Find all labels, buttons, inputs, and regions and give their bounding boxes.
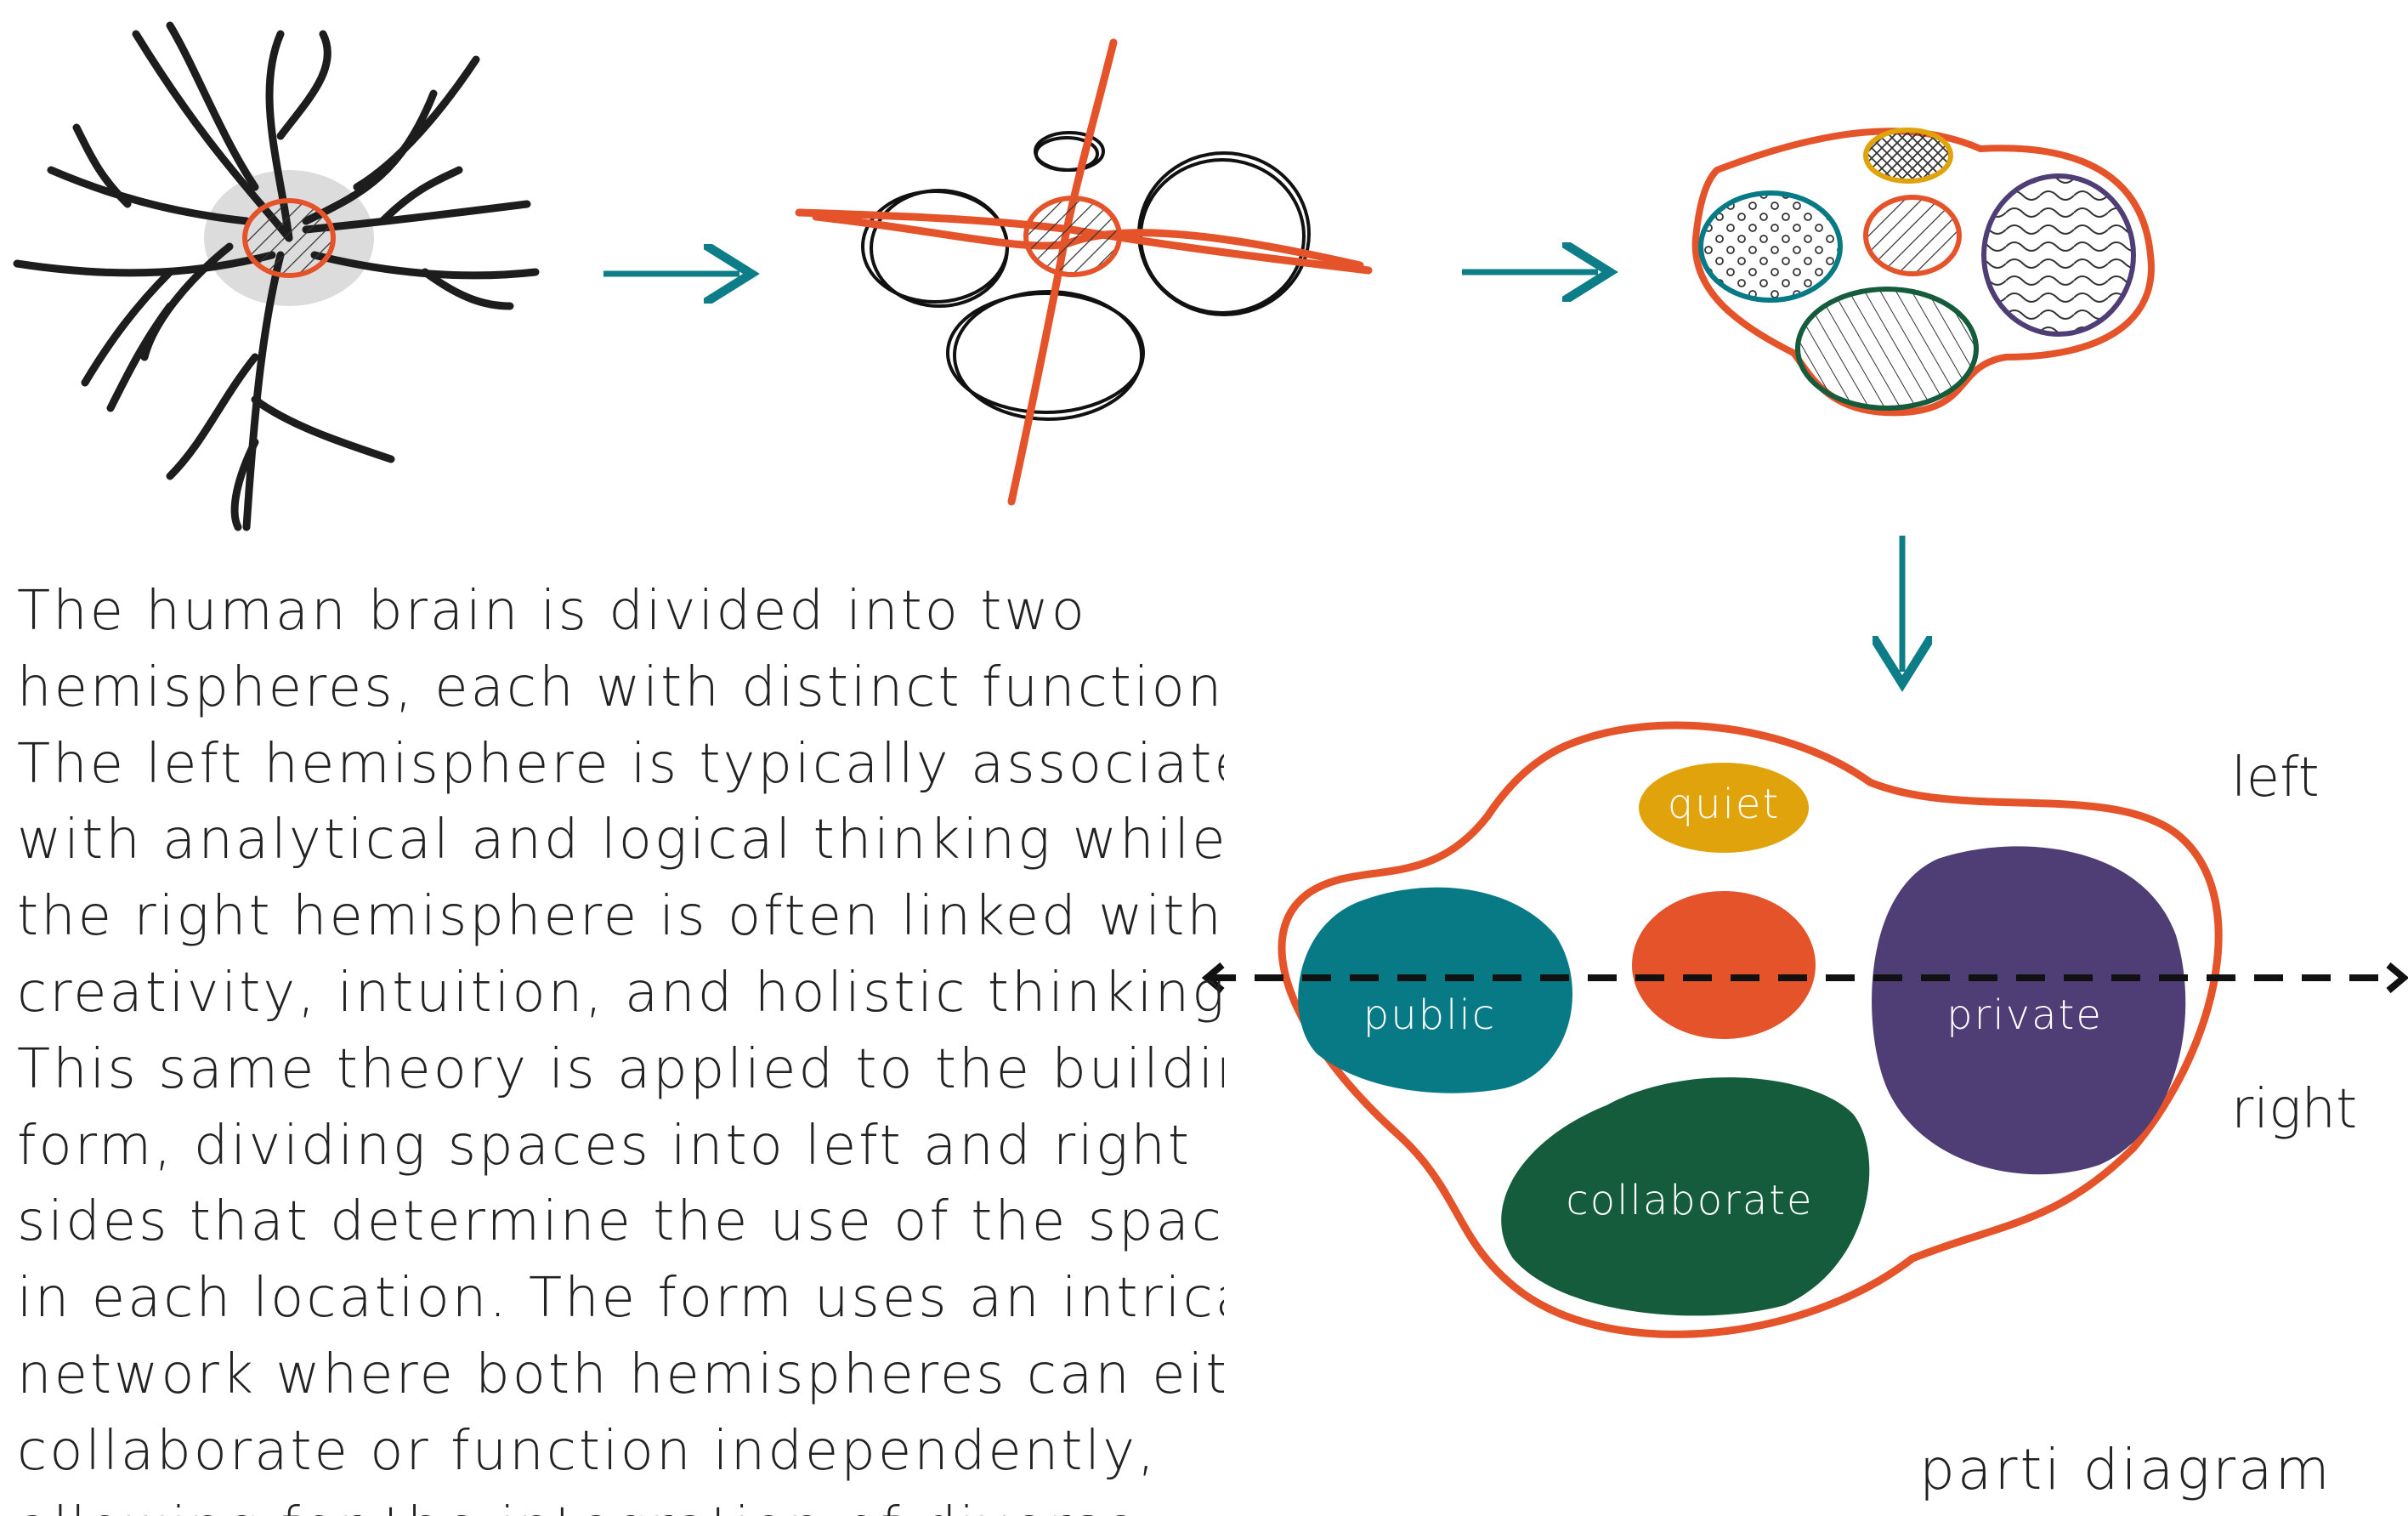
paragraph-line: with analytical and logical thinking whi… — [17, 809, 1224, 872]
zone-label-collaborate: collaborate — [1566, 1177, 1813, 1224]
paragraph-line: the right hemisphere is often linked wit… — [17, 885, 1224, 949]
paragraph-line: creativity, intuition, and holistic thin… — [17, 961, 1224, 1025]
paragraph-line: allowing for the integration of diverse — [17, 1490, 1224, 1516]
paragraph-line: The human brain is divided into two — [17, 580, 1087, 643]
network-sketch — [795, 38, 1373, 506]
paragraph-line: hemispheres, each with distinct function… — [17, 656, 1224, 719]
diagram-title: parti diagram — [1919, 1437, 2332, 1502]
paragraph-line: The left hemisphere is typically associa… — [17, 732, 1224, 796]
zone-public — [1298, 887, 1572, 1093]
zone-center — [1632, 891, 1816, 1039]
zone-private — [1872, 846, 2186, 1175]
paragraph-line: collaborate or function independently, — [17, 1419, 1158, 1483]
side-label-right: right — [2231, 1078, 2358, 1141]
zone-label-private: private — [1946, 991, 2103, 1039]
paragraph-line: sides that determine the use of the spac… — [17, 1190, 1224, 1254]
zone-quiet — [1639, 763, 1809, 853]
zone-label-quiet: quiet — [1668, 781, 1781, 828]
paragraph-line: form, dividing spaces into left and righ… — [17, 1114, 1192, 1178]
zone-label-public: public — [1363, 991, 1496, 1039]
side-label-left: left — [2231, 747, 2320, 809]
paragraph-line: network where both hemispheres can eithe… — [17, 1343, 1224, 1406]
description-paragraph: The human brain is divided into two hemi… — [17, 574, 1224, 1516]
textured-zones-sketch — [1691, 128, 2155, 417]
zone-collaborate — [1501, 1077, 1870, 1316]
parti-zones: quiet public private collaborate — [1201, 721, 2408, 1338]
neuron-sketch — [13, 21, 540, 531]
paragraph-line: This same theory is applied to the build… — [17, 1037, 1224, 1101]
paragraph-line: in each location. The form uses an intri… — [17, 1267, 1224, 1331]
building-outline — [1278, 721, 2223, 1338]
